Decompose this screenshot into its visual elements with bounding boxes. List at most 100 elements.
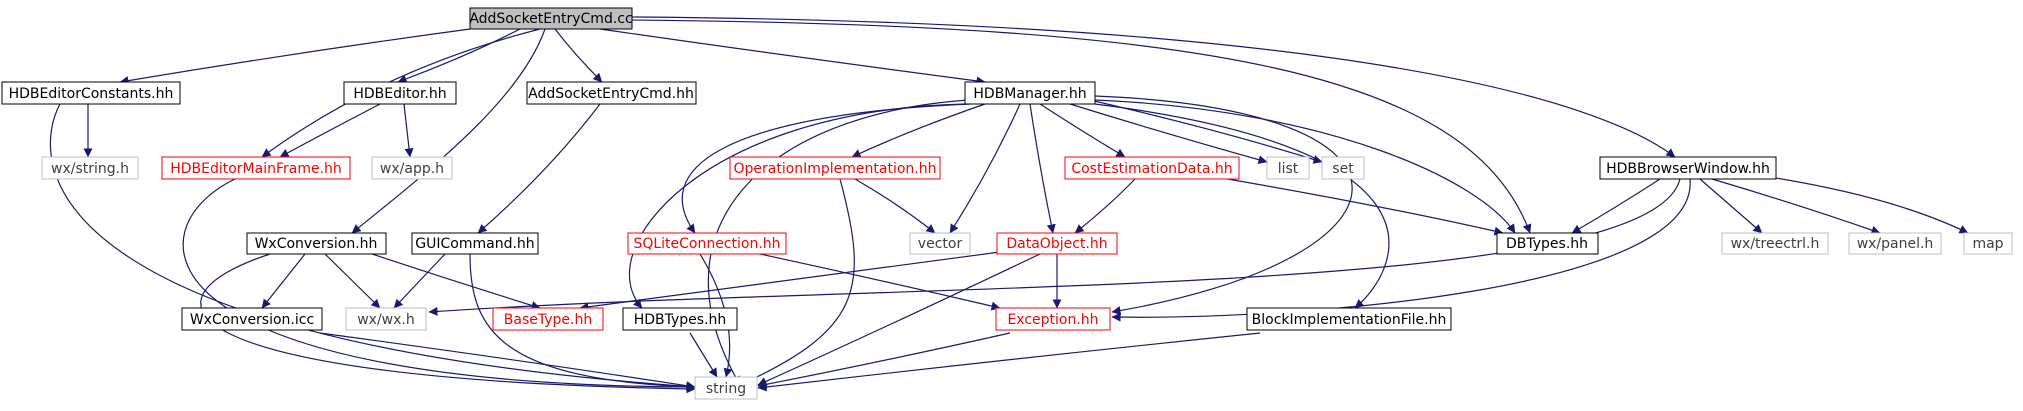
edge-root-to-dbtypes — [629, 19, 1532, 234]
node-label: string — [706, 381, 746, 397]
edge-guicommand-to-string — [469, 253, 696, 392]
node-label: DataObject.hh — [1006, 236, 1107, 252]
node-label: WxConversion.icc — [190, 312, 314, 328]
edge-hdbeditorconstants-to-string — [49, 103, 696, 391]
edge-root-to-addsocketentrycmd-hh — [554, 28, 603, 83]
node-label: AddSocketEntryCmd.cc — [469, 11, 632, 27]
edge-wxconversion-hh-to-basetype — [359, 249, 541, 310]
node-label: wx/string.h — [51, 161, 129, 177]
node-label: set — [1332, 161, 1354, 177]
edge-wxconversion-icc-to-string — [319, 332, 696, 391]
node-wxapp[interactable]: wx/app.h — [371, 156, 453, 180]
node-string[interactable]: string — [694, 376, 758, 400]
edge-hdbmanager-to-dataobject — [1029, 103, 1056, 234]
node-wxwx[interactable]: wx/wx.h — [345, 307, 427, 331]
edge-operationimplementation-to-vector — [854, 178, 936, 234]
node-label: map — [1972, 236, 2003, 252]
node-wxstring[interactable]: wx/string.h — [41, 156, 139, 180]
dependency-nodes: AddSocketEntryCmd.cc HDBEditorConstants.… — [1, 7, 2013, 400]
edge-hdbmanager-to-blockimplementationfile — [1094, 103, 1390, 309]
node-sqliteconnection[interactable]: SQLiteConnection.hh — [627, 232, 787, 255]
node-wxconversion-icc[interactable]: WxConversion.icc — [181, 307, 323, 331]
node-hdbtypes[interactable]: HDBTypes.hh — [622, 307, 738, 331]
node-label: HDBBrowserWindow.hh — [1606, 161, 1770, 177]
node-label: GUICommand.hh — [415, 236, 534, 252]
node-map[interactable]: map — [1963, 232, 2013, 255]
edge-root-to-hdbeditor — [397, 28, 521, 84]
edge-hdbmanager-to-hdbtypes — [628, 103, 966, 309]
node-label: DBTypes.hh — [1506, 236, 1588, 252]
edge-hdbmanager-to-costestimationdata — [1039, 103, 1126, 158]
node-guicommand[interactable]: GUICommand.hh — [411, 232, 539, 255]
edge-dataobject-to-basetype — [579, 251, 1001, 312]
edge-hdbeditormainframe-to-string — [182, 178, 696, 392]
node-set[interactable]: set — [1321, 156, 1365, 180]
edge-hdbbrowserwindow-to-wxpanel — [1711, 178, 1881, 235]
edge-hdbmanager-to-dbtypes — [1094, 99, 1516, 234]
node-exception[interactable]: Exception.hh — [995, 307, 1111, 331]
node-label: BaseType.hh — [504, 312, 592, 328]
node-label: wx/panel.h — [1857, 236, 1934, 252]
node-root[interactable]: AddSocketEntryCmd.cc — [469, 7, 633, 30]
edge-wxconversion-hh-to-wxconversion-icc — [261, 253, 306, 309]
node-label: list — [1278, 161, 1299, 177]
node-addsocketentrycmd-hh[interactable]: AddSocketEntryCmd.hh — [526, 81, 697, 105]
node-wxtreectrl[interactable]: wx/treectrl.h — [1721, 232, 1829, 255]
edge-exception-to-string — [757, 332, 1011, 389]
edge-costestimationdata-to-dbtypes — [1209, 175, 1504, 236]
node-label: Exception.hh — [1007, 312, 1098, 328]
edge-hdbeditor-to-hdbeditormainframe — [279, 103, 381, 158]
node-list[interactable]: list — [1266, 156, 1310, 180]
node-label: HDBEditorConstants.hh — [9, 86, 174, 102]
node-label: WxConversion.hh — [255, 236, 378, 252]
node-label: HDBTypes.hh — [634, 312, 727, 328]
edge-hdbbrowserwindow-to-exception — [1111, 178, 1691, 322]
node-hdbeditormainframe[interactable]: HDBEditorMainFrame.hh — [161, 156, 351, 180]
node-wxpanel[interactable]: wx/panel.h — [1848, 232, 1942, 255]
edge-hdbmanager-to-vector — [949, 103, 1021, 234]
edge-addsocketentrycmd-hh-to-guicommand — [477, 103, 601, 234]
edge-wxconversion-hh-to-wxwx — [324, 253, 381, 309]
edge-costestimationdata-to-dataobject — [1074, 178, 1136, 234]
node-label: BlockImplementationFile.hh — [1252, 312, 1447, 328]
edge-root-to-wxconversion-hh — [351, 28, 546, 234]
edge-hdbbrowserwindow-to-wxtreectrl — [1699, 178, 1763, 234]
edge-root-to-hdbbrowserwindow — [629, 16, 1676, 158]
edge-blockimplementationfile-to-string — [757, 332, 1261, 392]
node-label: SQLiteConnection.hh — [633, 236, 780, 252]
node-dbtypes[interactable]: DBTypes.hh — [1496, 232, 1599, 255]
edge-root-to-hdbmanager — [599, 28, 986, 86]
node-dataobject[interactable]: DataObject.hh — [996, 232, 1118, 255]
node-costestimationdata[interactable]: CostEstimationData.hh — [1064, 156, 1240, 180]
node-wxconversion-hh[interactable]: WxConversion.hh — [246, 232, 387, 255]
node-blockimplementationfile[interactable]: BlockImplementationFile.hh — [1246, 307, 1452, 331]
edge-operationimplementation-to-string — [739, 178, 855, 386]
node-basetype[interactable]: BaseType.hh — [492, 307, 604, 331]
node-label: AddSocketEntryCmd.hh — [528, 86, 694, 102]
node-hdbmanager[interactable]: HDBManager.hh — [964, 81, 1096, 105]
node-label: vector — [918, 236, 963, 252]
node-vector[interactable]: vector — [909, 232, 971, 255]
edge-guicommand-to-wxwx — [393, 253, 446, 309]
edge-dataobject-to-string — [757, 253, 1041, 386]
edge-root-to-hdbeditorconstants — [119, 28, 471, 86]
node-hdbbrowserwindow[interactable]: HDBBrowserWindow.hh — [1599, 156, 1777, 180]
edge-hdbbrowserwindow-to-dbtypes — [1571, 178, 1661, 234]
edge-hdbmanager-to-exception — [1094, 95, 1353, 316]
edge-hdbmanager-to-list — [1069, 103, 1268, 165]
dependency-edges — [49, 16, 1969, 394]
node-label: wx/app.h — [380, 161, 444, 177]
edge-wxconversion-hh-to-string — [200, 253, 696, 394]
edge-hdbtypes-to-string — [689, 332, 718, 378]
node-hdbeditor[interactable]: HDBEditor.hh — [343, 81, 457, 105]
node-hdbeditorconstants[interactable]: HDBEditorConstants.hh — [1, 81, 181, 105]
node-label: HDBEditor.hh — [353, 86, 446, 102]
edge-hdbmanager-to-operationimplementation — [851, 103, 986, 158]
edge-hdbeditor-to-wxapp — [403, 103, 414, 158]
node-label: wx/wx.h — [357, 312, 415, 328]
node-label: HDBEditorMainFrame.hh — [170, 161, 342, 177]
node-operationimplementation[interactable]: OperationImplementation.hh — [729, 156, 941, 180]
node-label: wx/treectrl.h — [1731, 236, 1820, 252]
node-label: HDBManager.hh — [973, 86, 1086, 102]
